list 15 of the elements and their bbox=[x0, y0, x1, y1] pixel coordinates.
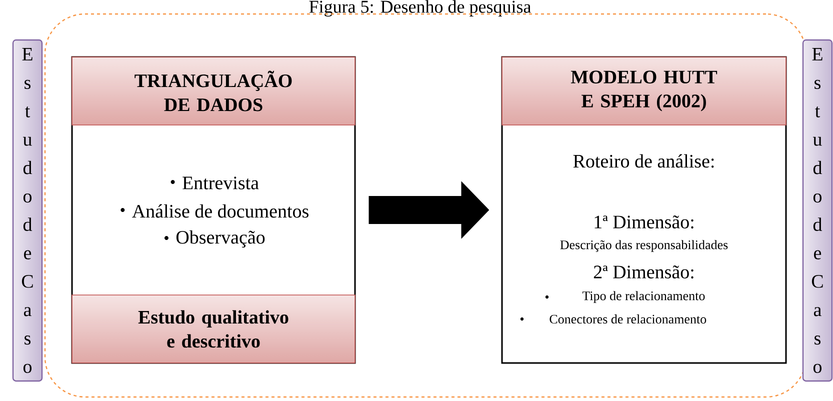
header-band: MODELO HUTT E SPEH (2002) bbox=[502, 56, 786, 126]
list-item: Conectores de relacionamento bbox=[550, 314, 706, 324]
figure-title: Figura 5: Desenho de pesquisa bbox=[309, 0, 531, 17]
list-item: Descrição das responsabilidades bbox=[560, 240, 728, 252]
list-item: Tipo de relacionamento bbox=[582, 291, 705, 303]
list-item: Análise de documentos bbox=[132, 204, 308, 218]
list-item: 2ª Dimensão: bbox=[594, 265, 694, 279]
list-item: Entrevista bbox=[182, 176, 259, 190]
list-item: Roteiro de análise: bbox=[573, 154, 714, 168]
footer-band: Estudo qualitativo e descritivo bbox=[72, 294, 356, 364]
header-band: TRIANGULAÇÃO DE DADOS bbox=[72, 56, 356, 126]
list-item: 1ª Dimensão: bbox=[594, 215, 694, 229]
side-bar: E s t u d o d e C a s o bbox=[12, 39, 43, 382]
list-item: Observação bbox=[176, 230, 265, 248]
side-bar: E s t u d o d e C a s o bbox=[802, 39, 833, 382]
